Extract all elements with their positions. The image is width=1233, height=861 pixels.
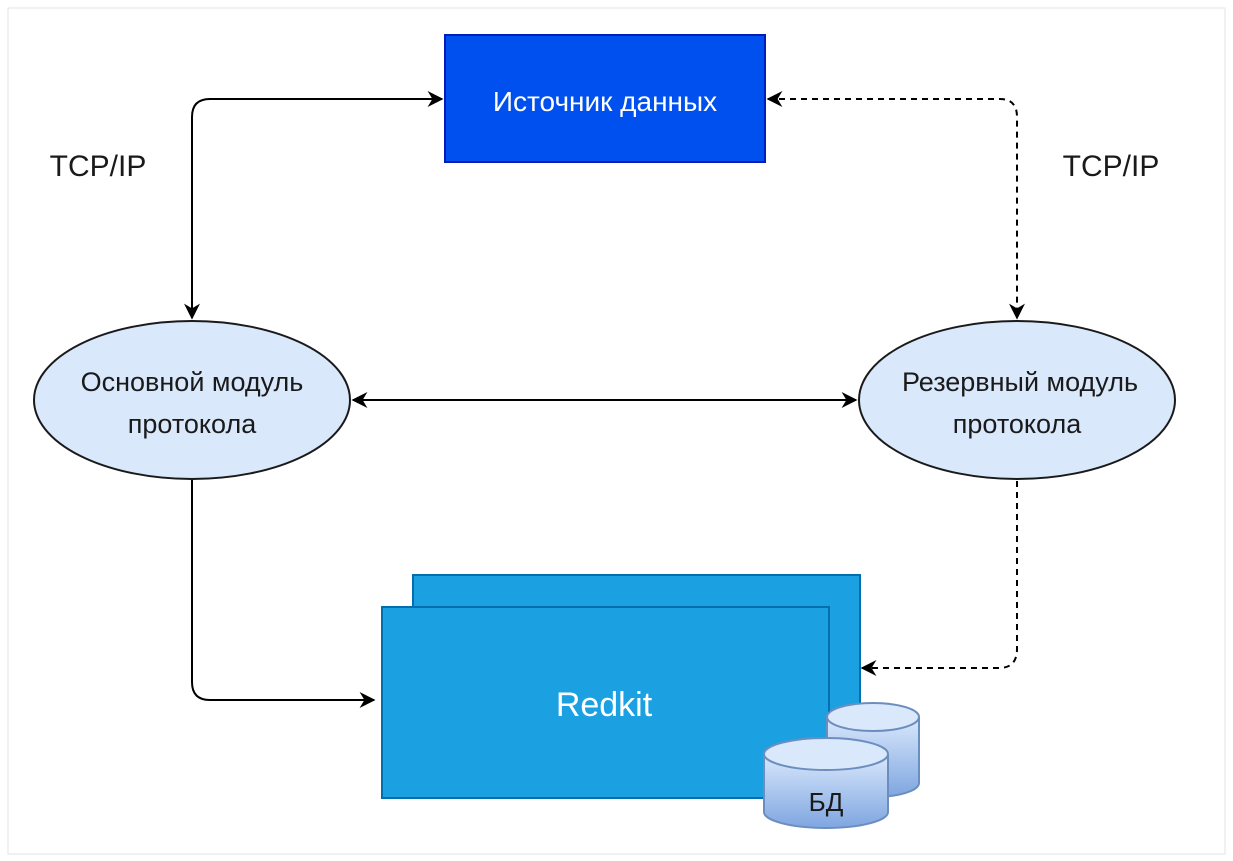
redkit-label: Redkit	[556, 686, 653, 724]
redkit-front-card	[381, 606, 830, 799]
primary-module-node[interactable]: Основной модуль протокола	[33, 320, 351, 480]
edge-source-primary	[184, 91, 444, 320]
left-tcpip-label: TCP/IP	[50, 150, 147, 183]
database-cylinder-front	[763, 737, 889, 829]
reserve-module-label-line1: Резервный модуль	[902, 367, 1138, 397]
edge-reserve-redkit	[860, 481, 1018, 676]
right-tcpip-label: TCP/IP	[1063, 150, 1160, 183]
redkit-node[interactable]: Redkit	[381, 574, 861, 799]
primary-module-ellipse	[33, 320, 351, 480]
primary-module-label-line2: протокола	[128, 409, 257, 439]
edge-primary-redkit	[191, 480, 376, 708]
primary-module-label-line1: Основной модуль	[81, 367, 304, 397]
reserve-module-label-line2: протокола	[953, 409, 1082, 439]
source-node-box	[444, 34, 766, 163]
reserve-module-ellipse	[858, 320, 1176, 480]
reserve-module-node[interactable]: Резервный модуль протокола	[858, 320, 1176, 480]
source-node-label: Источник данных	[493, 86, 717, 117]
edge-source-reserve	[766, 91, 1025, 320]
source-node[interactable]: Источник данных	[444, 34, 766, 163]
database-label: БД	[809, 787, 844, 817]
database-node[interactable]: БД	[763, 702, 920, 829]
